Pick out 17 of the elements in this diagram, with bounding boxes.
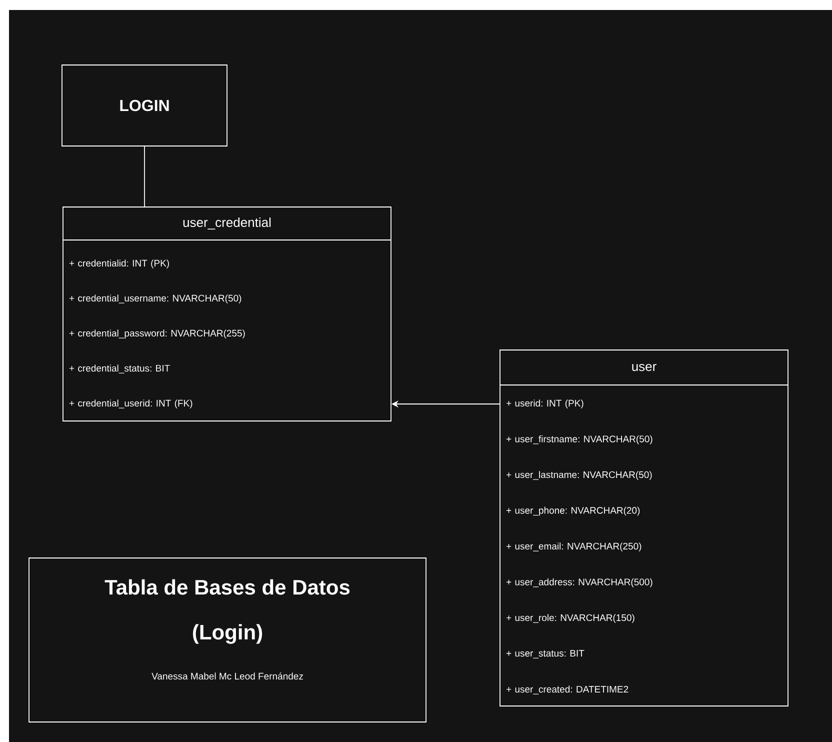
attribute-row: + user_phone: NVARCHAR(20) — [506, 506, 640, 516]
attribute-row: + user_address: NVARCHAR(500) — [506, 578, 652, 588]
attribute-row: + user_lastname: NVARCHAR(50) — [506, 471, 652, 480]
connector — [144, 146, 145, 207]
title-box: Tabla de Bases de Datos (Login) Vanessa Mabel Mc Leod Fernández — [28, 558, 426, 722]
attribute-row: + credential_username: NVARCHAR(50) — [69, 294, 242, 304]
attribute-row: + user_firstname: NVARCHAR(50) — [506, 435, 652, 444]
attribute-row: + user_status: BIT — [506, 650, 584, 658]
attribute-row: + user_role: NVARCHAR(150) — [506, 614, 634, 623]
attribute-row: + user_email: NVARCHAR(250) — [506, 542, 642, 552]
attribute-row: + credential_userid: INT (FK) — [69, 400, 192, 408]
entity-box: LOGIN — [62, 64, 228, 146]
attribute-row: + credential_status: BIT — [69, 364, 170, 374]
attribute-row: + userid: INT (PK) — [506, 400, 584, 408]
attribute-row: + credential_password: NVARCHAR(255) — [69, 330, 245, 338]
attribute-row: + credentialid: INT (PK) — [69, 260, 169, 268]
attribute-row: + user_created: DATETIME2 — [506, 686, 628, 694]
